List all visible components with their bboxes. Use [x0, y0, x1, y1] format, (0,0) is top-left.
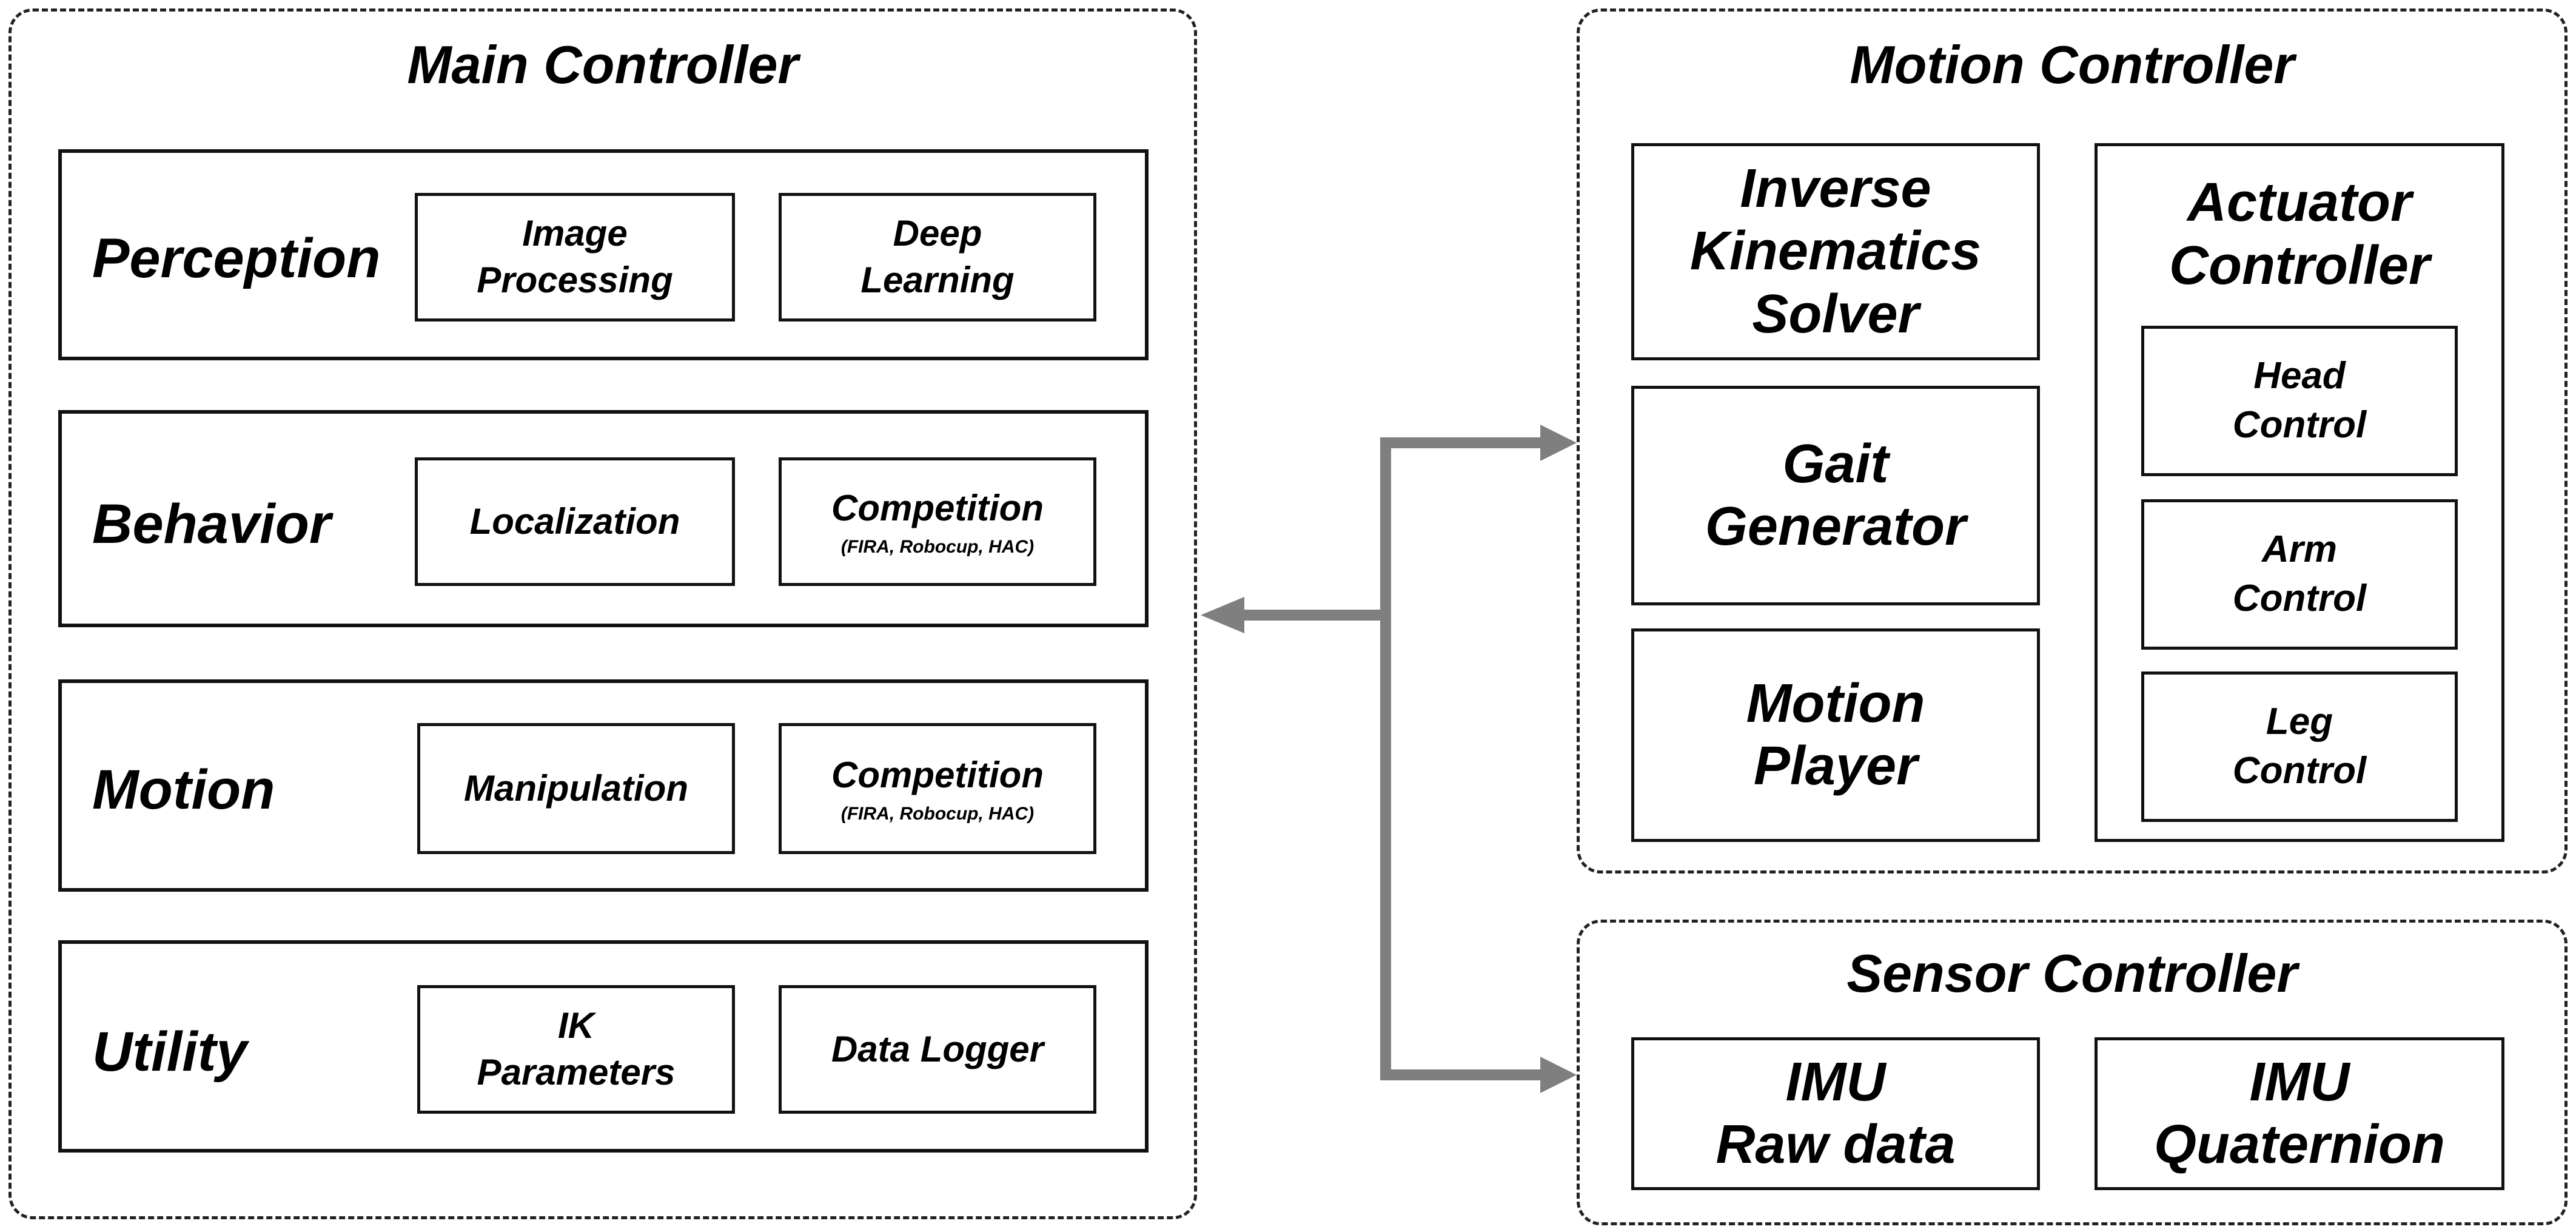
head-control-box: Head Control [2141, 326, 2458, 476]
behavior-competition-subtext: (FIRA, Robocup, HAC) [840, 537, 1035, 557]
arrowhead-to-sensor-controller [1540, 1057, 1577, 1093]
motion-row: Motion Manipulation Competition (FIRA, R… [58, 679, 1149, 892]
manipulation-box: Manipulation [417, 723, 735, 854]
behavior-competition-text: Competition [831, 487, 1044, 528]
perception-label: Perception [92, 227, 381, 289]
motion-player-text: Motion Player [1746, 673, 1925, 797]
inverse-kinematics-solver-text: Inverse Kinematics Solver [1689, 158, 1982, 345]
imu-quaternion-text: IMU Quaternion [2153, 1051, 2445, 1176]
behavior-label: Behavior [92, 493, 331, 555]
motion-controller-title: Motion Controller [1850, 35, 2295, 95]
localization-box: Localization [415, 457, 735, 586]
perception-row: Perception Image Processing Deep Learnin… [58, 149, 1149, 360]
arrowhead-to-main-controller [1201, 597, 1244, 633]
image-processing-text: Image Processing [477, 213, 673, 300]
motion-competition-box: Competition (FIRA, Robocup, HAC) [779, 723, 1096, 854]
manipulation-text: Manipulation [464, 767, 688, 809]
localization-text: Localization [469, 500, 680, 542]
arm-control-box: Arm Control [2141, 499, 2458, 650]
imu-raw-data-box: IMU Raw data [1631, 1037, 2040, 1190]
actuator-controller-box: Actuator Controller Head Control Arm Con… [2095, 143, 2504, 842]
arrow-lines [1241, 437, 1544, 1080]
imu-raw-data-text: IMU Raw data [1716, 1051, 1956, 1176]
gait-generator-text: Gait Generator [1705, 433, 1967, 557]
imu-quaternion-box: IMU Quaternion [2095, 1037, 2504, 1190]
deep-learning-text: Deep Learning [860, 213, 1015, 300]
ik-parameters-text: IK Parameters [477, 1005, 676, 1092]
main-controller-title: Main Controller [407, 35, 799, 95]
behavior-row: Behavior Localization Competition (FIRA,… [58, 410, 1149, 627]
inverse-kinematics-solver-box: Inverse Kinematics Solver [1631, 143, 2040, 360]
motion-competition-text: Competition [831, 754, 1044, 795]
sensor-controller-title: Sensor Controller [1846, 943, 2298, 1003]
arm-control-text: Arm Control [2232, 528, 2367, 619]
image-processing-box: Image Processing [415, 193, 735, 321]
motion-competition-subtext: (FIRA, Robocup, HAC) [840, 804, 1035, 824]
behavior-competition-box: Competition (FIRA, Robocup, HAC) [779, 457, 1096, 586]
deep-learning-box: Deep Learning [779, 193, 1096, 321]
utility-row: Utility IK Parameters Data Logger [58, 940, 1149, 1153]
utility-label: Utility [92, 1021, 247, 1083]
motion-player-box: Motion Player [1631, 628, 2040, 842]
data-logger-text: Data Logger [831, 1028, 1044, 1069]
head-control-text: Head Control [2232, 355, 2367, 446]
data-logger-box: Data Logger [779, 985, 1096, 1114]
arrowhead-to-motion-controller [1540, 425, 1577, 461]
actuator-controller-title: Actuator Controller [2168, 172, 2430, 296]
motion-label: Motion [92, 759, 275, 821]
leg-control-text: Leg Control [2232, 701, 2367, 792]
gait-generator-box: Gait Generator [1631, 386, 2040, 605]
leg-control-box: Leg Control [2141, 672, 2458, 822]
ik-parameters-box: IK Parameters [417, 985, 735, 1114]
